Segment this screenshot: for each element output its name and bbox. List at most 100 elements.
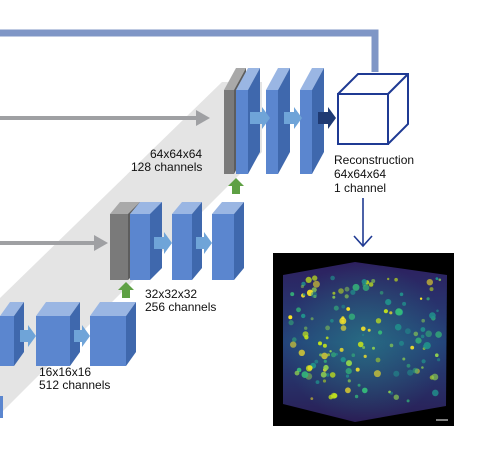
neuron-dot (437, 358, 441, 362)
light-blue-right-arrow-icon (20, 325, 36, 347)
neuron-dot (323, 359, 327, 363)
neuron-dot (339, 317, 347, 325)
neuron-dot (429, 287, 434, 292)
neuron-dot (338, 288, 344, 294)
neuron-dot (438, 278, 442, 282)
neuron-dot (367, 328, 371, 332)
neuron-dot (421, 318, 426, 323)
light-blue-right-arrow-icon (74, 325, 90, 347)
neuron-dot (332, 295, 336, 299)
neuron-dot (339, 347, 344, 352)
neuron-dot (435, 277, 439, 280)
reconstruction-image (273, 253, 454, 426)
neuron-dot (325, 336, 329, 340)
neuron-dot (383, 309, 388, 314)
neuron-dot (332, 291, 336, 295)
neuron-dot (375, 357, 381, 363)
top-level-size-label: 64x64x64 (150, 147, 202, 161)
neuron-dot (329, 350, 332, 353)
neuron-dot (405, 328, 411, 335)
neuron-dot (347, 379, 351, 383)
dark-blue-right-arrow-icon (318, 107, 336, 129)
neuron-dot (302, 331, 309, 338)
neuron-dot (420, 334, 425, 339)
neuron-dot (352, 283, 360, 291)
neuron-dot (288, 320, 294, 326)
top-skip-connection-line (0, 29, 379, 72)
neuron-dot (432, 389, 439, 397)
skip-arrow-middle (0, 235, 108, 251)
neuron-dot (412, 367, 419, 374)
neuron-dot (307, 365, 313, 371)
neuron-dot (331, 352, 336, 358)
neuron-dot (420, 327, 426, 332)
neuron-dot (402, 357, 406, 361)
low-level-channels-label: 512 channels (39, 378, 110, 392)
low-level-size-label: 16x16x16 (39, 365, 91, 379)
neuron-dot (415, 337, 422, 344)
neuron-dot (395, 308, 403, 316)
neuron-dot (300, 284, 304, 289)
neuron-dot (330, 275, 335, 281)
neuron-dot (301, 371, 309, 378)
neuron-dot (329, 372, 336, 378)
neuron-dot (312, 280, 320, 288)
neuron-dot (310, 317, 314, 321)
neuron-dot (292, 337, 297, 342)
green-up-arrow-icon (118, 282, 134, 298)
neuron-dot (406, 399, 410, 403)
neuron-dot (305, 276, 312, 283)
neuron-dot (357, 383, 361, 387)
neuron-dot (320, 371, 327, 378)
neuron-dot (393, 370, 400, 377)
neuron-dot (315, 380, 320, 384)
light-blue-right-arrow-icon (196, 232, 212, 254)
neuron-dot (399, 292, 404, 297)
neuron-dot (312, 275, 318, 281)
neuron-dot (325, 325, 330, 331)
neuron-dot (294, 370, 300, 376)
neuron-dot (425, 330, 433, 338)
neuron-dot (371, 279, 376, 283)
light-blue-right-arrow-icon (284, 107, 302, 129)
neuron-dot (333, 305, 339, 311)
skip-arrow-top (0, 110, 210, 126)
neuron-dot (310, 291, 318, 298)
neuron-dot (301, 313, 306, 319)
neuron-dot (368, 282, 374, 287)
middle-level-size-label: 32x32x32 (145, 287, 197, 301)
top-level-channels-label: 128 channels (131, 160, 202, 174)
neuron-dot (325, 373, 330, 377)
neuron-dot (345, 368, 352, 375)
neuron-dot (355, 367, 360, 372)
neuron-dot (431, 373, 439, 381)
neuron-dot (311, 287, 317, 293)
neuron-dot (330, 319, 334, 323)
neuron-dot (350, 289, 356, 295)
neuron-dot (413, 331, 419, 337)
neuron-dot (389, 391, 394, 395)
neuron-dot (361, 333, 365, 337)
neuron-dot (321, 352, 328, 360)
neuron-dot (422, 344, 428, 350)
neuron-dot (348, 313, 356, 320)
neuron-dot (362, 387, 368, 394)
output-cube (337, 73, 409, 145)
low-level-blocks (0, 302, 136, 418)
neuron-dot (362, 346, 366, 349)
top-level-blocks (224, 68, 324, 174)
neuron-dot (341, 304, 346, 309)
neuron-dot (385, 299, 392, 306)
neuron-dot (296, 307, 301, 313)
neuron-dot (402, 301, 407, 306)
neuron-dot (322, 343, 327, 348)
neuron-dot (393, 394, 399, 400)
neuron-dot (426, 297, 430, 301)
output-title-label: Reconstruction (334, 153, 414, 167)
neuron-dot (436, 309, 439, 313)
neuron-dot (357, 341, 364, 348)
neuron-dot (328, 394, 334, 400)
neuron-dot (340, 325, 347, 331)
neuron-dot (314, 359, 319, 364)
green-up-arrow-icon (228, 178, 244, 194)
